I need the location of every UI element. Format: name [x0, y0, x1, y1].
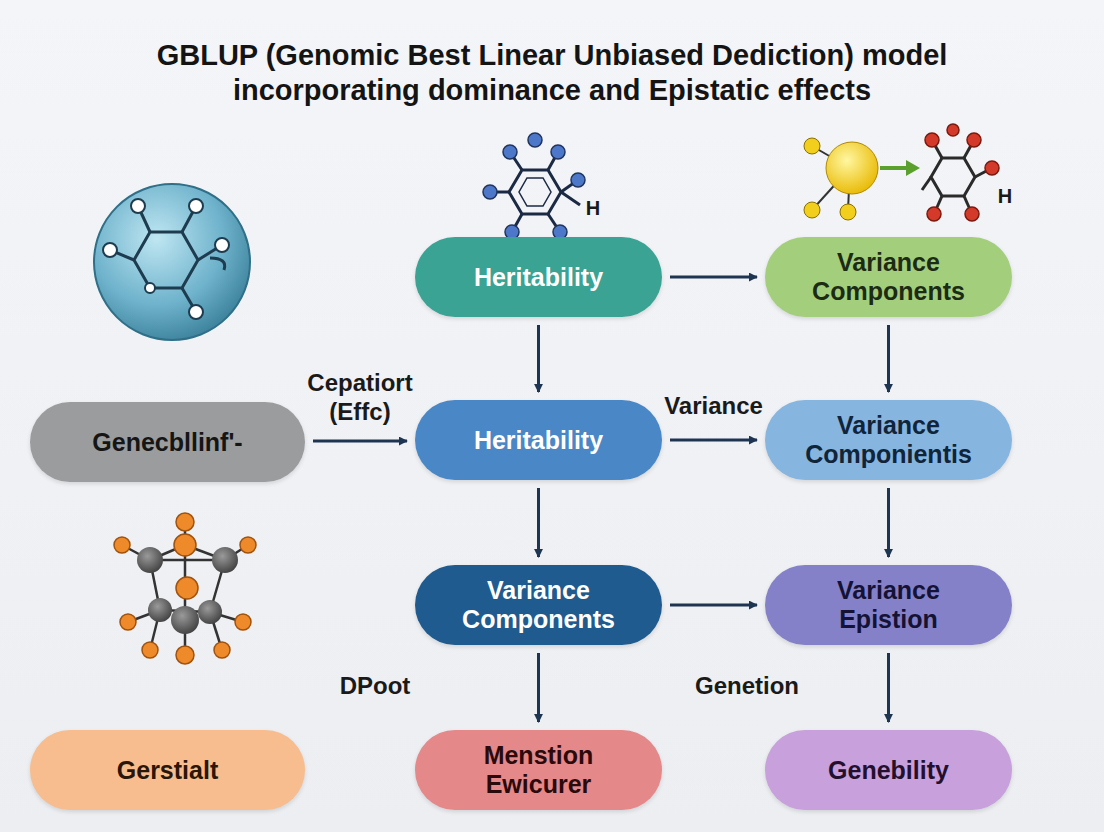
arrow-connector	[887, 325, 890, 392]
process-pill: Genebility	[765, 730, 1012, 810]
arrow-connector	[313, 440, 407, 443]
atom-cluster	[114, 513, 256, 664]
node-text: Heritability	[474, 426, 603, 455]
process-pill: Variance Componientis	[765, 400, 1012, 480]
node-text: Gerstialt	[117, 756, 218, 785]
process-pill: Variance Components	[415, 565, 662, 645]
arrow-connector	[537, 488, 540, 557]
arrow-connector	[537, 653, 540, 722]
process-pill: Heritability	[415, 400, 662, 480]
process-pill: Variance Epistion	[765, 565, 1012, 645]
sphere-molecule	[94, 184, 250, 340]
node-text: Menstion Ewicurer	[435, 741, 642, 799]
edge-label: Variance	[652, 392, 776, 421]
arrow-connector	[887, 653, 890, 722]
process-pill: Menstion Ewicurer	[415, 730, 662, 810]
node-text: Genebility	[828, 756, 949, 785]
annotation-label: DPoot	[320, 672, 430, 701]
process-pill: Genecbllinf'-	[30, 402, 305, 482]
annotation-label: H	[578, 196, 608, 220]
diagram-title: GBLUP (Genomic Best Linear Unbiased Dedi…	[30, 38, 1074, 108]
process-pill: Variance Components	[765, 237, 1012, 317]
arrow-connector	[670, 439, 757, 442]
hexagon-molecule	[490, 152, 580, 232]
node-text: Variance Componientis	[785, 411, 992, 469]
node-text: Genecbllinf'-	[92, 428, 242, 457]
edge-label: Cepatiort (Effc)	[295, 369, 425, 427]
arrow-connector	[887, 488, 890, 557]
arrow-connector	[537, 325, 540, 392]
node-text: Heritability	[474, 263, 603, 292]
atom-dots	[483, 133, 585, 239]
process-pill: Heritability	[415, 237, 662, 317]
node-text: Variance Components	[435, 576, 642, 634]
process-pill: Gerstialt	[30, 730, 305, 810]
node-text: Variance Epistion	[785, 576, 992, 634]
annotation-label: Genetion	[682, 672, 812, 701]
arrow-connector	[670, 276, 757, 279]
annotation-label: H	[990, 184, 1020, 208]
node-text: Variance Components	[785, 248, 992, 306]
reaction-molecule	[804, 124, 999, 221]
arrow-connector	[670, 604, 757, 607]
